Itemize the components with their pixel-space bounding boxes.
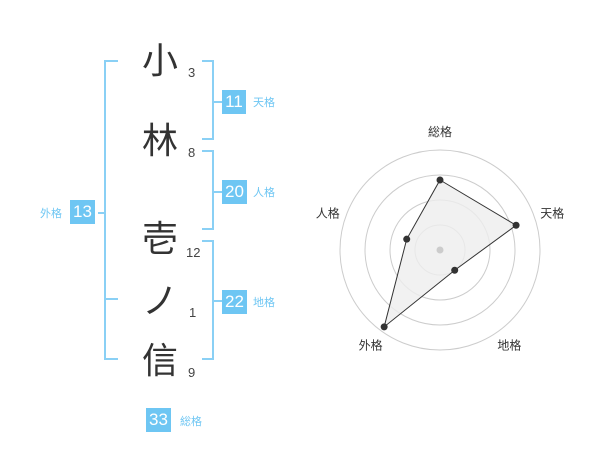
jin-kaku-value: 20 (222, 180, 247, 204)
radar-axis-label-4: 外格 (359, 337, 383, 352)
outer-bracket (104, 60, 118, 360)
chi-kaku-label: 地格 (253, 296, 275, 309)
stroke-count-4: 1 (189, 305, 197, 320)
name-char-2: 林 (141, 121, 178, 162)
radar-grid-ring (364, 174, 516, 326)
ten-bracket (202, 60, 214, 140)
radar-point-4 (380, 323, 388, 331)
jin-connector (214, 191, 222, 193)
chi-kaku-value: 22 (222, 290, 247, 314)
radar-point-1 (436, 176, 444, 184)
gai-kaku-value: 13 (70, 200, 95, 224)
radar-axis-label-2: 天格 (540, 206, 564, 221)
gai-connector (98, 212, 106, 214)
radar-axis-label-5: 人格 (316, 206, 340, 221)
radar-point-3 (451, 266, 459, 274)
stroke-count-2: 8 (188, 145, 196, 160)
radar-point-2 (512, 221, 520, 229)
stroke-count-5: 9 (188, 365, 196, 380)
name-char-1: 小 (141, 41, 178, 82)
ten-connector (214, 101, 222, 103)
chi-bracket (202, 240, 214, 360)
name-char-3: 壱 (141, 219, 178, 260)
jin-kaku-label: 人格 (253, 186, 275, 199)
sou-kaku-label: 総格 (180, 415, 202, 428)
stroke-count-3: 12 (186, 245, 201, 260)
radar-grid-ring (339, 149, 541, 351)
name-char-5: 信 (141, 341, 178, 382)
sou-kaku-value: 33 (146, 408, 171, 432)
name-char-4: ノ (141, 281, 178, 322)
gai-kaku-label: 外格 (40, 207, 62, 220)
radar-axis-label-1: 総格 (428, 124, 452, 139)
radar-point-5 (403, 235, 411, 243)
stroke-count-1: 3 (188, 65, 196, 80)
ten-kaku-label: 天格 (253, 96, 275, 109)
radar-axis-label-3: 地格 (497, 337, 521, 352)
outer-bracket-tick (104, 298, 118, 300)
radar-center-dot (436, 246, 444, 254)
jin-bracket (202, 150, 214, 230)
chi-connector (214, 300, 222, 302)
radar-polygon (383, 179, 517, 329)
ten-kaku-value: 11 (222, 90, 246, 114)
